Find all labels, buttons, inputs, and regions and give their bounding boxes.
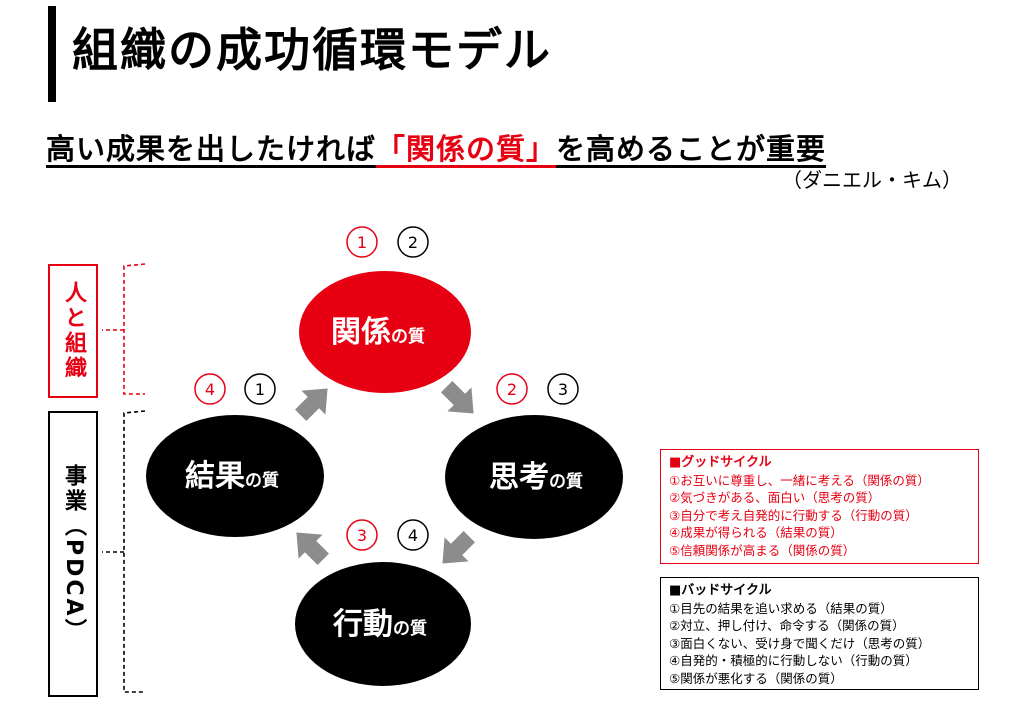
good-cycle-heading: ■グッドサイクル bbox=[669, 455, 772, 470]
arrow-thinking-to-action bbox=[442, 531, 475, 564]
node-relationship-suffix: の質 bbox=[391, 326, 425, 347]
good-cycle-item: ①お互いに尊重し、一緒に考える（関係の質） bbox=[669, 472, 930, 488]
svg-text:行動の質: 行動の質 bbox=[332, 607, 427, 642]
badge-action-good-label: 3 bbox=[357, 526, 367, 545]
svg-text:思考の質: 思考の質 bbox=[489, 460, 583, 495]
good-cycle-item: ②気づきがある、面白い（思考の質） bbox=[669, 490, 881, 505]
node-action-suffix: の質 bbox=[393, 618, 427, 639]
bad-cycle-item: ①目先の結果を追い求める（結果の質） bbox=[669, 600, 893, 616]
arrow-relationship-to-thinking bbox=[441, 381, 474, 414]
subtitle: 高い成果を出したければ「関係の質」を高めることが重要 bbox=[46, 126, 826, 168]
page-title: 組織の成功循環モデル bbox=[72, 23, 552, 77]
subtitle-after: を高めることが重要 bbox=[556, 132, 827, 166]
badge-thinking-bad bbox=[547, 373, 579, 405]
subtitle-highlight: 「関係の質」 bbox=[376, 132, 557, 166]
node-thinking-quality: 思考の質 bbox=[445, 415, 623, 539]
bad-cycle-item: ③面白くない、受け身で聞くだけ（思考の質） bbox=[669, 635, 931, 651]
side-label-business-box: 事業（PDCA） bbox=[48, 411, 98, 697]
good-cycle-item: ③自分で考え自発的に行動する（行動の質） bbox=[669, 507, 918, 523]
badge-action-bad bbox=[397, 519, 429, 551]
arrow-result-to-relationship bbox=[295, 388, 328, 421]
node-result-quality: 結果の質 bbox=[146, 415, 324, 537]
badge-relationship-good-label: 1 bbox=[357, 233, 367, 252]
bad-cycle-legend: ■バッドサイクル ①目先の結果を追い求める（結果の質） ②対立、押し付け、命令す… bbox=[660, 577, 979, 690]
bad-cycle-item: ②対立、押し付け、命令する（関係の質） bbox=[669, 618, 905, 633]
badge-result-bad-label: 1 bbox=[255, 380, 265, 399]
svg-text:結果の質: 結果の質 bbox=[185, 459, 279, 494]
side-label-people-box: 人と組織 bbox=[48, 264, 98, 398]
title-accent-bar bbox=[48, 6, 56, 102]
bracket-business bbox=[102, 410, 146, 693]
badge-action-good bbox=[346, 519, 378, 551]
bad-cycle-item: ④自発的・積極的に行動しない（行動の質） bbox=[669, 653, 918, 668]
badge-relationship-bad-label: 2 bbox=[408, 233, 418, 252]
good-cycle-item: ④成果が得られる（結果の質） bbox=[669, 525, 843, 540]
badge-thinking-good bbox=[496, 373, 528, 405]
arrow-action-to-result bbox=[296, 532, 329, 565]
badge-thinking-bad-label: 3 bbox=[558, 380, 568, 399]
node-thinking-main: 思考 bbox=[489, 460, 549, 495]
badge-result-bad bbox=[244, 373, 276, 405]
bad-cycle-heading: ■バッドサイクル bbox=[669, 583, 772, 598]
node-action-main: 行動 bbox=[332, 607, 393, 642]
badge-thinking-good-label: 2 bbox=[507, 380, 517, 399]
badge-result-good bbox=[194, 373, 226, 405]
node-result-main: 結果 bbox=[185, 459, 245, 494]
good-cycle-item: ⑤信頼関係が高まる（関係の質） bbox=[669, 542, 856, 558]
svg-text:関係の質: 関係の質 bbox=[331, 315, 425, 350]
badge-relationship-bad bbox=[397, 226, 429, 258]
attribution: （ダニエル・キム） bbox=[782, 168, 962, 192]
badge-relationship-good bbox=[346, 226, 378, 258]
bad-cycle-item: ⑤関係が悪化する（関係の質） bbox=[669, 670, 843, 686]
node-action-quality: 行動の質 bbox=[295, 562, 471, 686]
node-relationship-quality: 関係の質 bbox=[299, 271, 471, 393]
badge-action-bad-label: 4 bbox=[408, 526, 418, 545]
good-cycle-legend: ■グッドサイクル ①お互いに尊重し、一緒に考える（関係の質） ②気づきがある、面… bbox=[660, 449, 979, 564]
node-relationship-main: 関係 bbox=[331, 315, 391, 350]
subtitle-before: 高い成果を出したければ bbox=[46, 132, 377, 166]
badge-result-good-label: 4 bbox=[205, 380, 215, 399]
node-result-suffix: の質 bbox=[245, 470, 279, 491]
side-label-business: 事業（PDCA） bbox=[61, 464, 86, 644]
node-thinking-suffix: の質 bbox=[549, 471, 583, 492]
side-label-people: 人と組織 bbox=[61, 281, 86, 381]
bracket-people bbox=[102, 263, 146, 395]
